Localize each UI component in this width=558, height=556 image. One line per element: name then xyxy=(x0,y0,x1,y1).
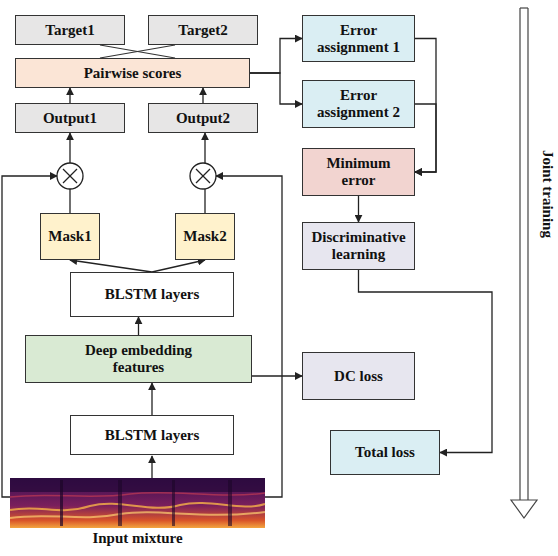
mask-box: Mask1 xyxy=(40,213,100,260)
node-text: Target2 xyxy=(178,22,227,39)
node-text: DC loss xyxy=(334,368,383,385)
cross-line xyxy=(100,45,175,58)
joint-training-arrow xyxy=(511,8,537,518)
node-text: Mask1 xyxy=(48,228,91,245)
node-text: Pairwise scores xyxy=(84,65,182,82)
connector-arrow xyxy=(151,383,152,415)
blstm-box: BLSTM layers xyxy=(70,415,234,455)
learning-box: Discriminative learning xyxy=(302,222,415,270)
node-text: Output1 xyxy=(43,110,97,127)
embedding-box: Deep embedding features xyxy=(25,335,252,383)
connector-arrow xyxy=(358,196,359,222)
connector-arrow xyxy=(69,88,70,103)
input-arrow xyxy=(151,456,152,478)
node-text: Target1 xyxy=(45,22,94,39)
connector-arrow xyxy=(415,39,436,173)
node-text: BLSTM layers xyxy=(105,427,200,444)
spectrogram-image xyxy=(10,478,265,528)
connector-arrow xyxy=(138,317,139,335)
blstm-box: BLSTM layers xyxy=(70,272,234,317)
connector-arrow xyxy=(202,88,203,103)
side-label: Joint training xyxy=(536,150,556,238)
connector-arrow xyxy=(70,260,152,272)
node-text: Discriminative learning xyxy=(309,229,408,263)
node-text: Mask2 xyxy=(183,228,226,245)
target-box: Target2 xyxy=(148,15,258,45)
connector-arrow xyxy=(415,104,436,172)
mask-box: Mask2 xyxy=(175,213,235,260)
connector-arrow xyxy=(152,260,205,272)
multiply-symbol xyxy=(190,163,216,189)
node-text: Deep embedding features xyxy=(64,342,214,376)
multiply-symbol xyxy=(57,163,83,189)
score-box: Pairwise scores xyxy=(15,58,250,88)
node-text: BLSTM layers xyxy=(105,286,200,303)
cross-line xyxy=(100,45,175,58)
loss-box: DC loss xyxy=(302,352,415,400)
connector-arrow xyxy=(250,73,302,104)
error-box: Error assignment 1 xyxy=(302,15,415,62)
target-box: Target1 xyxy=(15,15,125,45)
node-text: Output2 xyxy=(176,110,230,127)
node-text: Total loss xyxy=(355,444,415,461)
node-text: Minimum error xyxy=(309,155,408,189)
node-text: Error assignment 2 xyxy=(309,87,408,121)
output-box: Output2 xyxy=(148,103,258,133)
node-text: Error assignment 1 xyxy=(309,22,408,56)
min-error-box: Minimum error xyxy=(302,148,415,196)
loss-box: Total loss xyxy=(330,430,440,475)
connector-arrow xyxy=(252,375,302,376)
input-label: Input mixture xyxy=(10,530,265,547)
error-box: Error assignment 2 xyxy=(302,80,415,128)
output-box: Output1 xyxy=(15,103,125,133)
